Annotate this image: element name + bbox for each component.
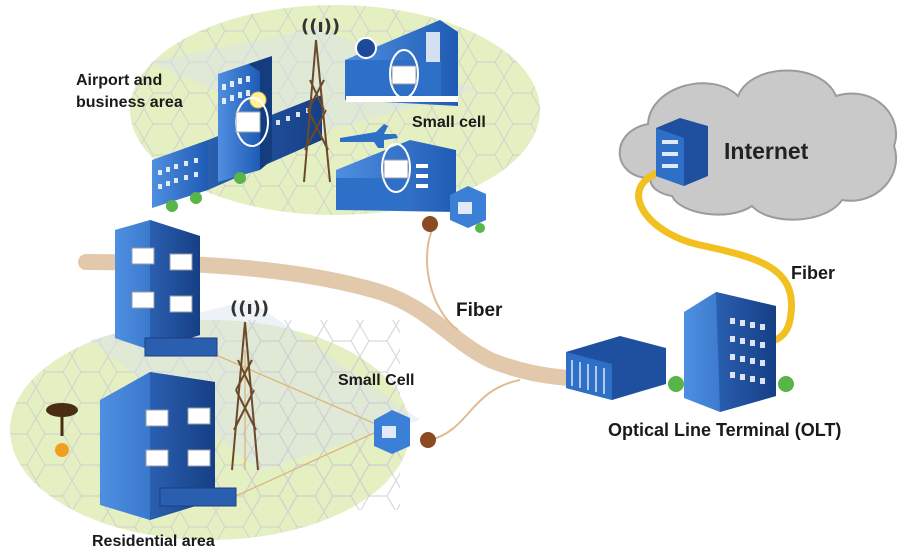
airport-terminal-building [336, 124, 456, 212]
fiber-olt-internet [635, 164, 795, 345]
fiber-branch-bottom [429, 379, 521, 441]
label-airport-line1: Airport and [76, 72, 163, 89]
antenna-signal-icon: ((ı)) [230, 298, 269, 319]
label-airport-line2: business area [76, 94, 183, 111]
olt-server-rack [566, 336, 666, 400]
cell-tower-bottom [231, 321, 259, 471]
label-fiber-middle: Fiber [456, 300, 503, 321]
internet-server-icon [656, 118, 708, 186]
tree-icon [46, 403, 78, 457]
label-internet: Internet [724, 138, 809, 164]
olt-building [668, 292, 794, 412]
fiber-branch-top [426, 229, 459, 331]
small-cell-bottom-box [374, 410, 436, 454]
label-fiber-right: Fiber [791, 263, 836, 283]
residential-tower-building [115, 220, 218, 357]
cell-tower-top [303, 39, 331, 183]
label-airport-business-area: Airport and business area [76, 70, 183, 114]
residential-low-building [100, 372, 237, 520]
label-olt: Optical Line Terminal (OLT) [608, 420, 842, 440]
fiber-trunk [78, 254, 576, 386]
airplane-icon [340, 124, 398, 148]
hex-grid-bottom [240, 320, 400, 510]
small-cell-top-box [422, 186, 486, 233]
label-small-cell-bottom: Small Cell [338, 372, 415, 389]
label-small-cell-top: Small cell [412, 114, 486, 131]
antenna-signal-icon: ((ı)) [301, 16, 340, 37]
train-icon [355, 37, 377, 59]
train-station-building [345, 20, 458, 106]
label-residential-area: Residential area [92, 533, 215, 550]
airport-office-building [152, 56, 322, 212]
